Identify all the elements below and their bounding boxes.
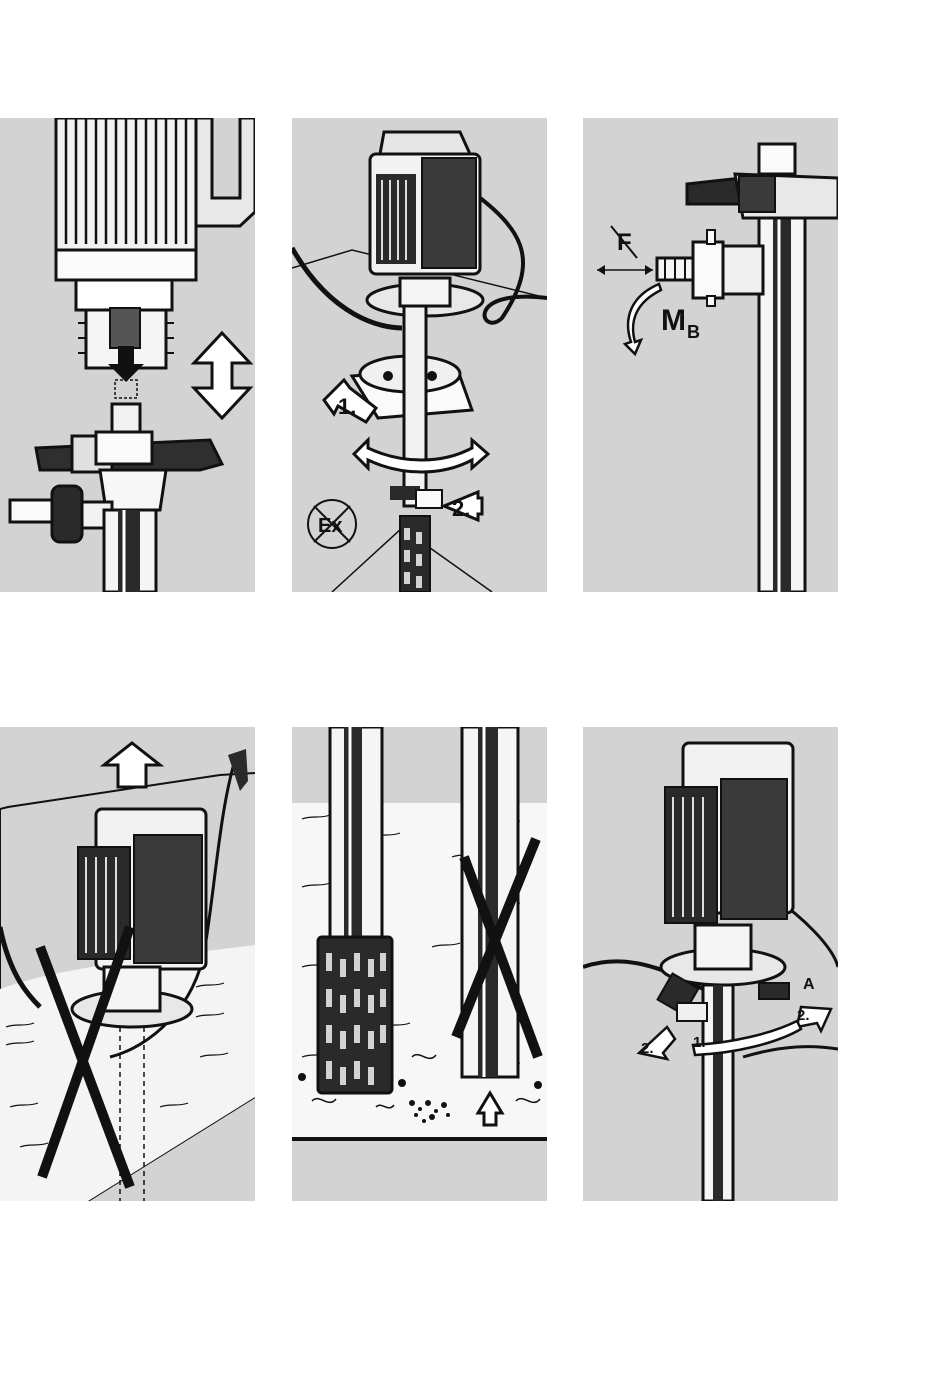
double-vertical-arrow-icon (194, 333, 250, 418)
svg-text:2.: 2. (797, 1007, 810, 1024)
panel-outlet-torque: F M B (583, 118, 838, 592)
connector-label: A (803, 976, 815, 993)
submerge-warning-illustration (0, 727, 255, 1201)
step-2-arrow-right: 2. (797, 1007, 831, 1031)
moment-label-group: M B (661, 304, 700, 342)
hose-connection-illustration: A 2. 1. 2. (583, 727, 838, 1201)
moment-subscript: B (687, 322, 700, 342)
force-indicator: F (597, 226, 653, 275)
ex-prohibited-icon: Ex (308, 500, 356, 548)
strainer-clearance-illustration (292, 727, 547, 1201)
step-2-arrow: 2. (444, 492, 482, 521)
panel-hose-connection-steps: A 2. 1. 2. (583, 727, 838, 1201)
moment-arrow-icon (625, 284, 661, 354)
panel-coupling-assembly (0, 118, 255, 592)
step-2-arrow-left: 2. (639, 1027, 675, 1059)
step-1-label: 1. (338, 394, 356, 419)
svg-text:2.: 2. (641, 1040, 654, 1057)
moment-label: M (661, 304, 686, 337)
panel-mounting-steps: 1. 2. Ex (292, 118, 547, 592)
up-arrow-icon (104, 743, 160, 787)
mounting-illustration: 1. 2. Ex (292, 118, 547, 592)
panel-do-not-submerge (0, 727, 255, 1201)
step-2-label: 2. (452, 496, 470, 521)
panel-foot-strainer-clearance (292, 727, 547, 1201)
coupling-illustration (0, 118, 255, 592)
svg-text:1.: 1. (693, 1034, 706, 1051)
outlet-torque-illustration: F M B (583, 118, 838, 592)
